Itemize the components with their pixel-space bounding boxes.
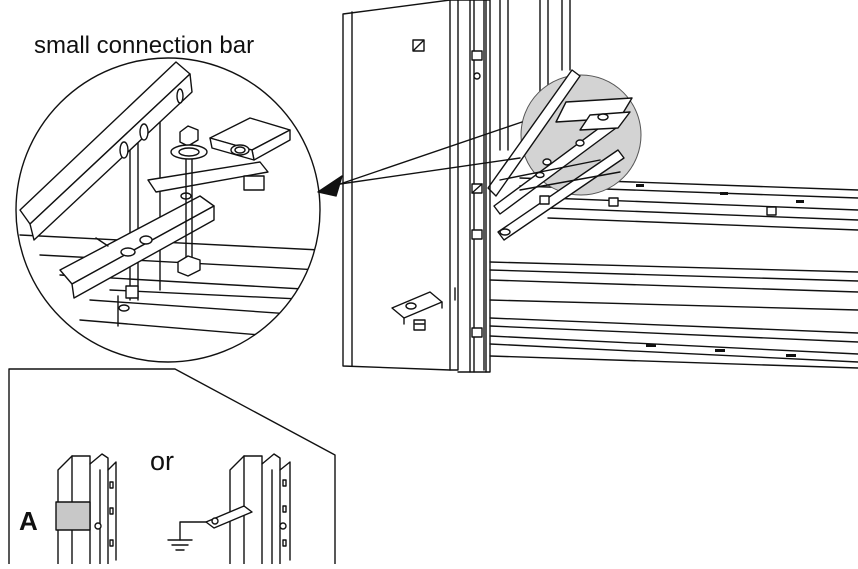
connection-bar-assembly bbox=[488, 70, 632, 240]
diagram-title: small connection bar bbox=[34, 32, 255, 59]
upright-with-marked-area bbox=[56, 454, 116, 564]
ground-symbol-icon bbox=[168, 540, 192, 550]
upright-with-ground-strap bbox=[168, 454, 290, 564]
magnified-detail bbox=[20, 62, 320, 340]
horizontal-rails bbox=[490, 178, 858, 368]
marker-label-a: A bbox=[19, 506, 38, 536]
callout-line-lower bbox=[340, 158, 520, 184]
arrowhead-icon bbox=[318, 176, 342, 196]
rail-slots bbox=[636, 184, 804, 357]
or-label: or bbox=[150, 446, 175, 476]
magnified-circle bbox=[16, 58, 320, 362]
front-column bbox=[343, 0, 490, 372]
callout-line-upper bbox=[340, 122, 522, 184]
inset-frame bbox=[9, 369, 335, 564]
rear-uprights bbox=[500, 0, 570, 150]
marked-area-a bbox=[56, 502, 90, 530]
